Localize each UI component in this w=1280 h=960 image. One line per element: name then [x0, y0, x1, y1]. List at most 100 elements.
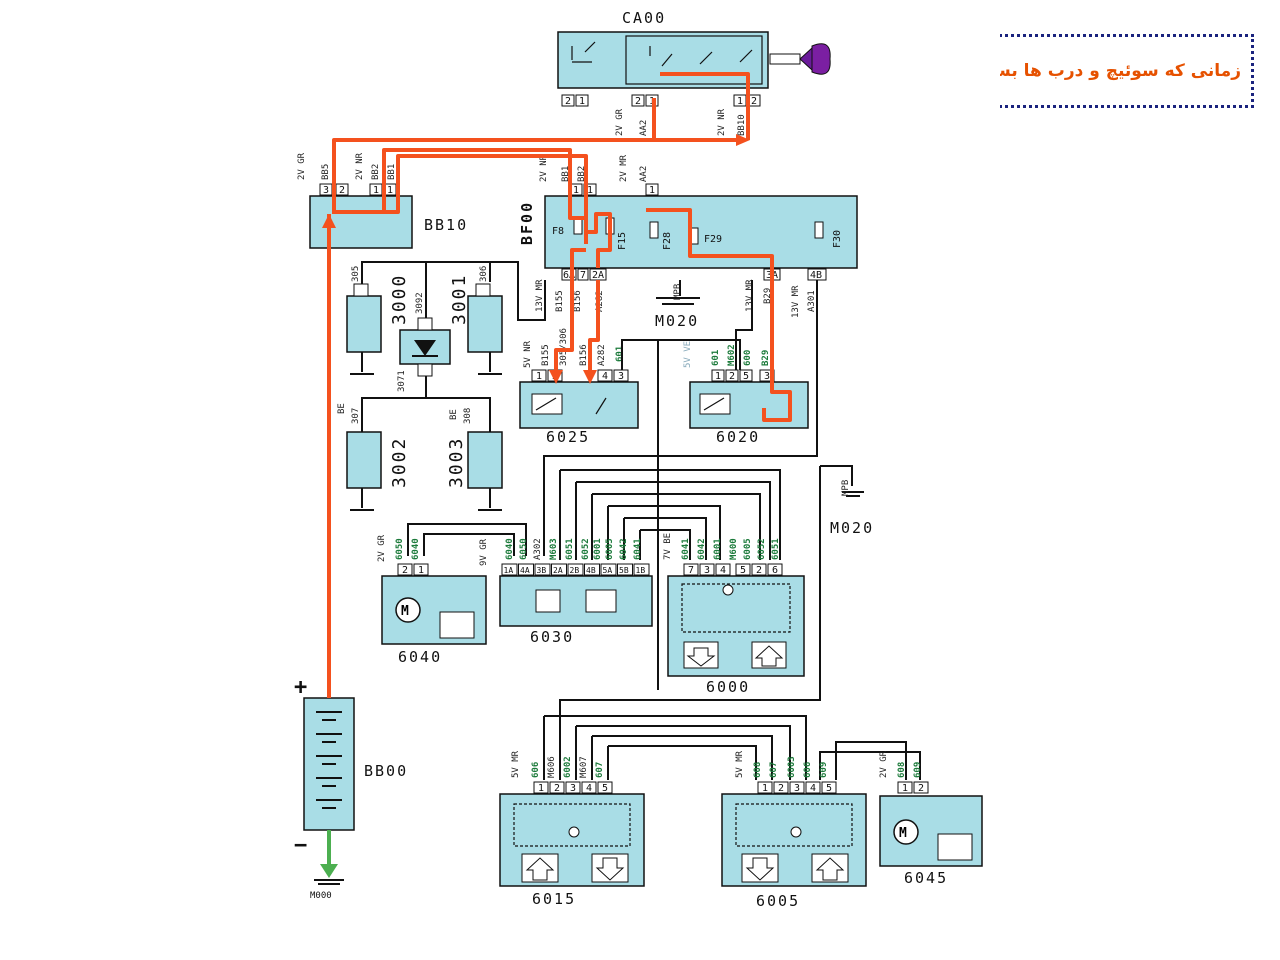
wire-label: 2V NR — [355, 152, 365, 180]
fuse-f15: F15 — [617, 232, 628, 250]
c6030-pin-box — [584, 563, 600, 576]
wire-label: M603 — [549, 538, 559, 560]
c6000-pin: 7 — [688, 565, 694, 576]
wire-label: 306 — [479, 266, 489, 282]
wire-label: 609 — [819, 762, 829, 778]
c6045-pin: 1 — [902, 783, 908, 794]
wire-label: B155 — [541, 344, 551, 366]
wire-label: 307 — [351, 408, 361, 424]
component-6040: 2 1 M 6040 2V GR 6050 6040 — [377, 534, 487, 666]
c6000-pin: 6 — [772, 565, 778, 576]
wire-label: M600 — [729, 538, 739, 560]
c6030-pin: 2B — [570, 566, 580, 575]
c6030-pin: 5B — [619, 566, 629, 575]
c6030-label: 6030 — [530, 628, 574, 646]
bb10-pin: 1 — [387, 185, 393, 196]
wire-label: 2V NR — [717, 108, 727, 136]
bf00-label: BF00 — [518, 201, 536, 245]
c6005-pin: 1 — [762, 783, 768, 794]
c6045-pin: 2 — [918, 783, 924, 794]
svg-text:M: M — [899, 826, 907, 841]
bb00-label: BB00 — [364, 762, 408, 780]
wire-label: A302 — [533, 538, 543, 560]
c6005-pin: 2 — [778, 783, 784, 794]
wire-label: 6005 — [743, 538, 753, 560]
wire-label: BB5 — [321, 164, 331, 180]
c6005-pin: 5 — [826, 783, 832, 794]
wire-label: 6050 — [519, 538, 529, 560]
bb10-pin: 2 — [339, 185, 345, 196]
c6000-pin: 5 — [740, 565, 746, 576]
wire-label: B29 — [761, 350, 771, 366]
wire-label: 608 — [753, 762, 763, 778]
fuse-f29: F29 — [704, 234, 722, 245]
c6030-pin: 1A — [504, 566, 514, 575]
wire-label: B156 — [573, 290, 583, 312]
wire-label: 607 — [769, 762, 779, 778]
c6020-pin: 1 — [715, 371, 721, 382]
c6005-label: 6005 — [756, 892, 800, 910]
motor-icon — [395, 597, 421, 623]
wire-label: BE — [337, 403, 347, 414]
bf00-pin: 1 — [573, 185, 579, 196]
wire-label: 6042 — [619, 538, 629, 560]
wire-label: 607 — [595, 762, 605, 778]
c6030-pin-box — [633, 563, 650, 576]
c6000-pin: 3 — [704, 565, 710, 576]
wire-label: AA2 — [639, 166, 649, 182]
ca00-pin: 1 — [737, 96, 743, 107]
bf00-pin: 4B — [810, 270, 822, 281]
wire-label: 6042 — [697, 538, 707, 560]
window-icon — [439, 611, 475, 639]
wire-label: M606 — [547, 756, 557, 778]
component-bb00: + − BB00 M000 — [294, 675, 408, 901]
c6020-pin: 2 — [729, 371, 735, 382]
wire-label: 608 — [897, 762, 907, 778]
c6015-pin: 2 — [554, 783, 560, 794]
wire-label: 606 — [531, 762, 541, 778]
component-6015: 1 2 3 4 5 6015 5V MR 606 M606 6002 M607 … — [499, 750, 645, 908]
fuse-f28: F28 — [662, 232, 673, 250]
bf00-pin: 1 — [587, 185, 593, 196]
wire-label: 6051 — [771, 538, 781, 560]
bf00-pin: 2A — [592, 270, 604, 281]
wire-label: 308 — [463, 408, 473, 424]
c6015-pin: 3 — [570, 783, 576, 794]
wire-label: 2V GR — [297, 152, 307, 180]
top-wire-labels: 2V GR AA2 2V NR BB10 2V GR BB5 2V NR BB2… — [297, 108, 747, 182]
wire-label: 6041 — [633, 538, 643, 560]
component-6045: 1 2 M 6045 2V GR 608 609 — [879, 750, 983, 887]
ca00-pin: 2 — [635, 96, 641, 107]
ecu-icon — [535, 589, 561, 613]
bb10-pin: 1 — [373, 185, 379, 196]
wire-label: 5V NR — [523, 340, 533, 368]
c6030-pin-box — [617, 563, 633, 576]
door-switches: 3000 3001 3002 3003 3092 3071 305 306 30… — [337, 261, 546, 511]
m000-label: M000 — [310, 891, 332, 901]
ca00-pin: 2 — [565, 96, 571, 107]
fuse-f8: F8 — [552, 226, 564, 237]
c6040-label: 6040 — [398, 648, 442, 666]
c6000-pin: 2 — [756, 565, 762, 576]
c6045-label: 6045 — [904, 869, 948, 887]
c6000-label: 6000 — [706, 678, 750, 696]
ground-arrow-icon — [320, 864, 338, 878]
wire-label: 3092 — [415, 292, 425, 314]
wire-label: 13V MR — [535, 279, 545, 312]
motor-icon — [893, 819, 919, 845]
c6015-label: 6015 — [532, 890, 576, 908]
wire-label: BB2 — [371, 164, 381, 180]
c6005-pin: 3 — [794, 783, 800, 794]
lamp-icon — [790, 826, 802, 838]
c6000-pin: 4 — [720, 565, 726, 576]
c6025-pin: 4 — [602, 371, 608, 382]
m020a-label: M020 — [655, 312, 699, 330]
wire-label: M607 — [579, 756, 589, 778]
active-path — [322, 72, 792, 698]
wire-label: 601 — [711, 350, 721, 366]
ca00-pin: 2 — [751, 96, 757, 107]
wire-label: 5V MR — [735, 750, 745, 778]
c6020-label: 6020 — [716, 428, 760, 446]
